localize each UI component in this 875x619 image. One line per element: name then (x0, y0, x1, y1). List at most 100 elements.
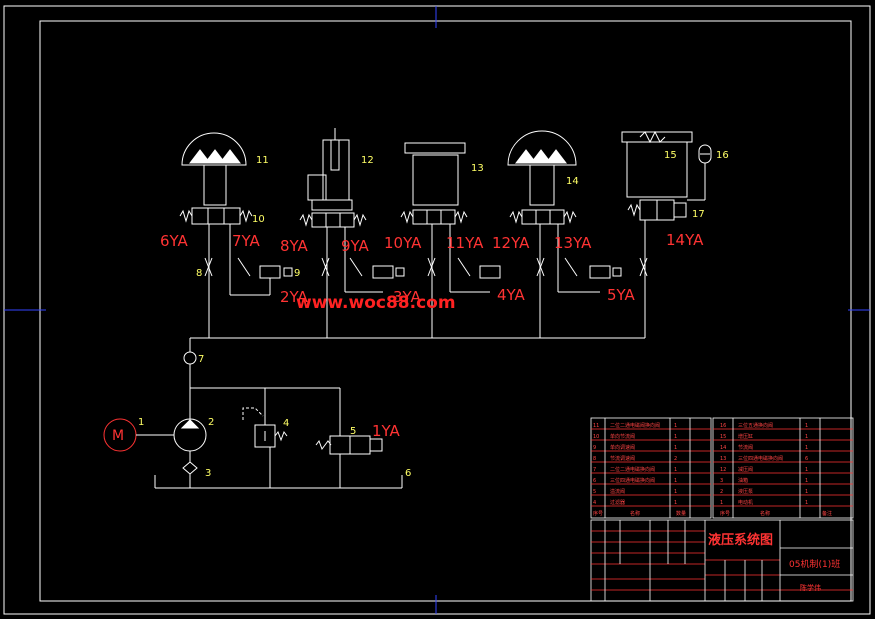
label-17: 17 (692, 209, 705, 220)
row-qty: 1 (805, 478, 808, 484)
class-label: 05机制(1)班 (789, 558, 840, 570)
solenoid-2YA: 2YA (280, 288, 309, 306)
row-no: 3 (720, 478, 723, 484)
row-no: 5 (593, 489, 596, 495)
row-qty: 1 (805, 500, 808, 506)
row-name: 溢流阀 (610, 488, 625, 495)
motor-1: M 1 (103, 417, 174, 452)
solenoid-13YA: 13YA (554, 234, 592, 252)
row-no: 6 (593, 478, 596, 484)
relief-valve-4: 4 (242, 407, 289, 488)
label-10: 10 (252, 214, 265, 225)
solenoid-14YA: 14YA (666, 231, 704, 249)
row-qty: 1 (674, 434, 677, 440)
row-no: 9 (593, 445, 596, 451)
row-name: 二位二通电磁阀换向阀 (610, 422, 660, 429)
valve-17: 17 (627, 199, 705, 221)
row-name: 电动机 (738, 499, 753, 506)
row-qty: 1 (674, 489, 677, 495)
actuator-12: 12 (307, 128, 374, 211)
label-16: 16 (716, 150, 729, 161)
row-qty: 2 (674, 456, 677, 462)
title-block: 11 二位二通电磁阀换向阀 1 10 单向节流阀 1 9 单向调速阀 1 8 节… (590, 417, 854, 602)
row-no: 14 (720, 445, 726, 451)
row-qty: 1 (674, 478, 677, 484)
valve-14 (509, 209, 577, 225)
solenoid-10YA: 10YA (384, 234, 422, 252)
watermark: www.woc88.com (296, 293, 456, 313)
header-qty: 数量 (676, 510, 686, 517)
drawing-title: 液压系统图 (708, 532, 773, 548)
row-no: 8 (593, 456, 596, 462)
row-name: 节流调速阀 (610, 455, 635, 462)
solenoid-4YA: 4YA (497, 286, 526, 304)
label-12: 12 (361, 155, 374, 166)
valve-10: 10 (179, 207, 265, 225)
solenoid-labels: 1YA 2YA 3YA 4YA 5YA 6YA 7YA 8YA 9YA 10YA… (160, 231, 704, 440)
header-no: 序号 (593, 510, 603, 517)
row-name: 增压缸 (738, 433, 753, 440)
solenoid-3YA: 3YA (393, 288, 422, 306)
label-6: 6 (405, 468, 411, 479)
row-qty: 1 (805, 434, 808, 440)
row-no: 2 (720, 489, 723, 495)
row-qty: 1 (674, 467, 677, 473)
row-name: 液压泵 (738, 488, 753, 495)
solenoid-5YA: 5YA (607, 286, 636, 304)
label-1: 1 (138, 417, 144, 428)
label-2: 2 (208, 417, 214, 428)
row-qty: 1 (674, 500, 677, 506)
label-15: 15 (664, 150, 677, 161)
designer-name: 陈学伟 (800, 583, 821, 592)
row-name: 减压阀 (738, 466, 753, 473)
row-name: 单向调速阀 (610, 444, 635, 451)
label-14: 14 (566, 176, 579, 187)
header-no: 序号 (720, 510, 730, 517)
label-4: 4 (283, 418, 289, 429)
pressure-gauge-7: 7 (183, 351, 204, 420)
header-note: 备注 (822, 510, 832, 517)
pump-2: 2 3 (173, 417, 214, 488)
row-qty: 6 (805, 456, 808, 462)
row-name: 油箱 (738, 477, 748, 484)
valve-13 (400, 209, 468, 225)
row-no: 7 (593, 467, 596, 473)
row-no: 13 (720, 456, 726, 462)
row-no: 15 (720, 434, 726, 440)
row-name: 二位二通电磁换向阀 (610, 466, 655, 473)
label-3: 3 (205, 468, 211, 479)
row-qty: 1 (805, 489, 808, 495)
valve-12 (299, 212, 367, 228)
row-qty: 1 (805, 445, 808, 451)
row-qty: 1 (805, 467, 808, 473)
solenoid-11YA: 11YA (446, 234, 484, 252)
row-qty: 1 (674, 445, 677, 451)
actuator-15: 15 (621, 130, 693, 198)
row-no: 4 (593, 500, 596, 506)
row-name: 节流阀 (738, 444, 753, 451)
header-name: 名称 (630, 510, 640, 517)
actuator-13: 13 (404, 142, 484, 206)
solenoid-7YA: 7YA (232, 232, 261, 250)
branch-lines (189, 220, 646, 352)
main-lines (154, 387, 403, 489)
actuator-11: 11 (181, 132, 269, 206)
header-name: 名称 (760, 510, 770, 517)
row-no: 12 (720, 467, 726, 473)
row-name: 三位四通电磁换向阀 (738, 455, 783, 462)
row-no: 16 (720, 423, 726, 429)
pressure-switch-16: 16 (687, 144, 729, 201)
inner-frame (39, 20, 852, 602)
valve-5: 5 (315, 388, 383, 488)
row-no: 1 (720, 500, 723, 506)
actuator-14: 14 (507, 130, 579, 206)
row-qty: 1 (805, 423, 808, 429)
row-name: 三位四通电磁换向阀 (610, 477, 655, 484)
row-qty: 1 (674, 423, 677, 429)
centering-marks (4, 6, 870, 614)
row-no: 11 (593, 423, 599, 429)
solenoid-12YA: 12YA (492, 234, 530, 252)
label-9: 9 (294, 268, 300, 279)
solenoid-1YA: 1YA (372, 422, 401, 440)
